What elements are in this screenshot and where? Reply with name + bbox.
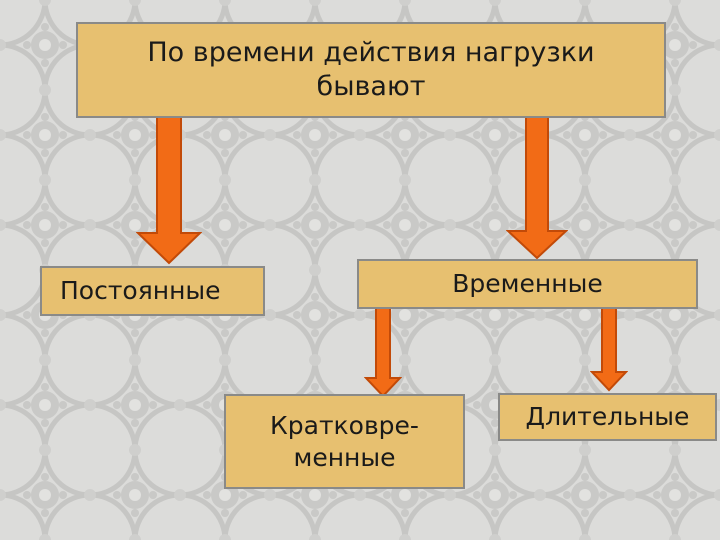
short-term-node-line1: Кратковре- — [270, 411, 419, 441]
long-term-node-label: Длительные — [525, 402, 690, 432]
arrow-root-to-temporary — [506, 117, 568, 260]
temporary-node: Временные — [357, 259, 698, 309]
root-node-line1: По времени действия нагрузки — [147, 37, 595, 69]
temporary-node-label: Временные — [452, 269, 603, 299]
root-node: По времени действия нагрузки бывают — [76, 22, 666, 118]
short-term-node-line2: менные — [293, 442, 396, 472]
root-node-line2: бывают — [316, 71, 426, 102]
permanent-node: Постоянные — [40, 266, 265, 316]
permanent-node-label: Постоянные — [60, 276, 221, 306]
long-term-node: Длительные — [498, 393, 717, 441]
short-term-node: Кратковре- менные — [224, 394, 465, 489]
arrow-temporary-to-long-term — [590, 303, 628, 392]
arrow-root-to-permanent — [136, 117, 202, 265]
arrow-temporary-to-short-term — [364, 306, 402, 398]
